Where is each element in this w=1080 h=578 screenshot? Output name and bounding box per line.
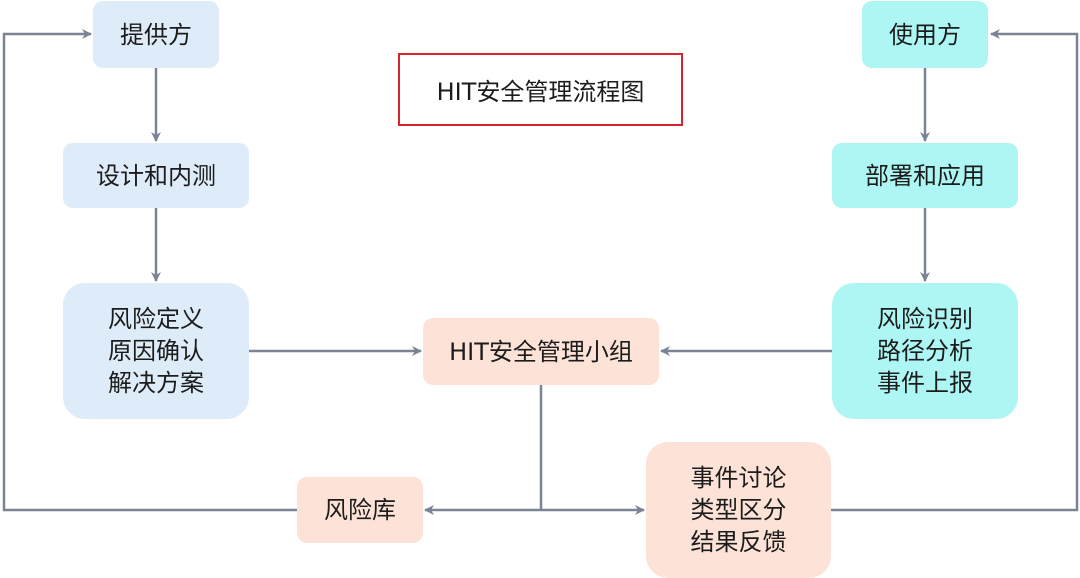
node-hit-team: HIT安全管理小组 <box>423 318 659 385</box>
node-design-test-line-1: 设计和内测 <box>96 161 216 190</box>
node-deploy-line-1: 部署和应用 <box>865 161 985 190</box>
node-risk-identify: 风险识别 路径分析 事件上报 <box>832 283 1018 419</box>
node-risk-identify-line-1: 风险识别 <box>877 305 973 333</box>
node-risk-define-line-3: 解决方案 <box>108 369 204 397</box>
node-event-discuss-line-3: 结果反馈 <box>690 528 787 556</box>
node-risk-define-line-2: 原因确认 <box>108 337 204 365</box>
diagram-title: HIT安全管理流程图 <box>398 53 683 126</box>
node-provider: 提供方 <box>93 1 219 68</box>
node-event-discuss-line-2: 类型区分 <box>690 496 787 524</box>
node-risk-define: 风险定义 原因确认 解决方案 <box>63 283 249 419</box>
node-risk-db: 风险库 <box>297 477 423 543</box>
node-risk-db-line-1: 风险库 <box>324 496 396 524</box>
node-event-discuss: 事件讨论 类型区分 结果反馈 <box>646 442 831 578</box>
node-provider-line-1: 提供方 <box>120 20 192 49</box>
node-user-line-1: 使用方 <box>889 20 961 49</box>
node-design-test: 设计和内测 <box>63 143 249 208</box>
node-risk-define-line-1: 风险定义 <box>108 305 204 333</box>
arrow-event-discuss-to-user <box>831 29 1079 512</box>
node-risk-identify-line-3: 事件上报 <box>877 369 973 397</box>
node-event-discuss-line-1: 事件讨论 <box>690 464 787 492</box>
node-hit-team-line-1: HIT安全管理小组 <box>449 337 633 366</box>
node-user: 使用方 <box>862 1 988 68</box>
arrow-risk-db-to-provider <box>2 29 297 512</box>
node-risk-identify-line-2: 路径分析 <box>877 337 973 365</box>
node-deploy: 部署和应用 <box>832 143 1018 208</box>
